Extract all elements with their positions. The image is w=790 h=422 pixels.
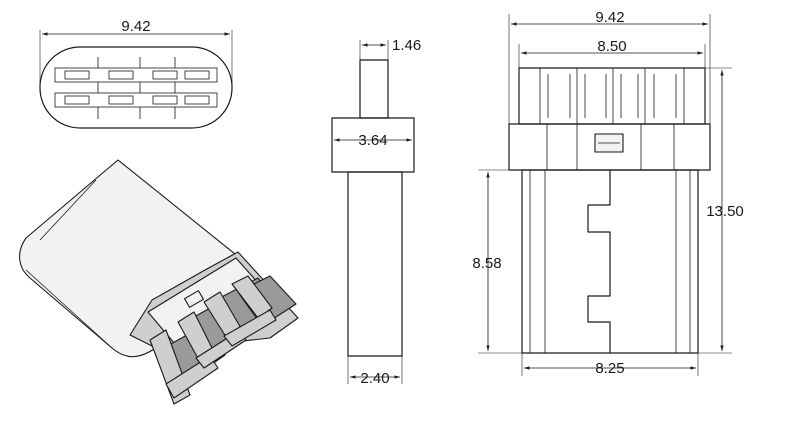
top-view-outline [39,46,233,129]
dim-front-body-width: 8.25 [595,360,624,377]
iso-latch [184,290,204,308]
dim-side-bottom-width: 2.40 [360,370,389,387]
front-cap-ribs [539,68,685,124]
side-body [347,171,403,357]
top-view-ribs [64,57,210,119]
front-cap [518,67,706,125]
dim-side-mid-width: 3.64 [358,132,387,149]
iso-cavities [149,275,297,405]
front-view: 9.42 8.50 13.50 8.58 8.25 [472,9,743,377]
dim-front-cap-width: 8.50 [597,38,626,55]
top-view-lower-slot [54,92,218,108]
dim-front-overall-width: 9.42 [595,9,624,26]
top-view: 9.42 [39,18,233,129]
dim-side-top-width: 1.46 [392,37,421,54]
front-key-profile [587,169,611,354]
side-top-pin [359,59,389,119]
isometric-view [19,159,299,405]
dim-front-body-height: 8.58 [472,255,501,272]
side-view: 1.46 3.64 2.40 [331,37,421,387]
dim-front-overall-height: 13.50 [706,203,744,220]
dim-top-width: 9.42 [121,18,150,35]
top-view-upper-slot [54,67,218,83]
